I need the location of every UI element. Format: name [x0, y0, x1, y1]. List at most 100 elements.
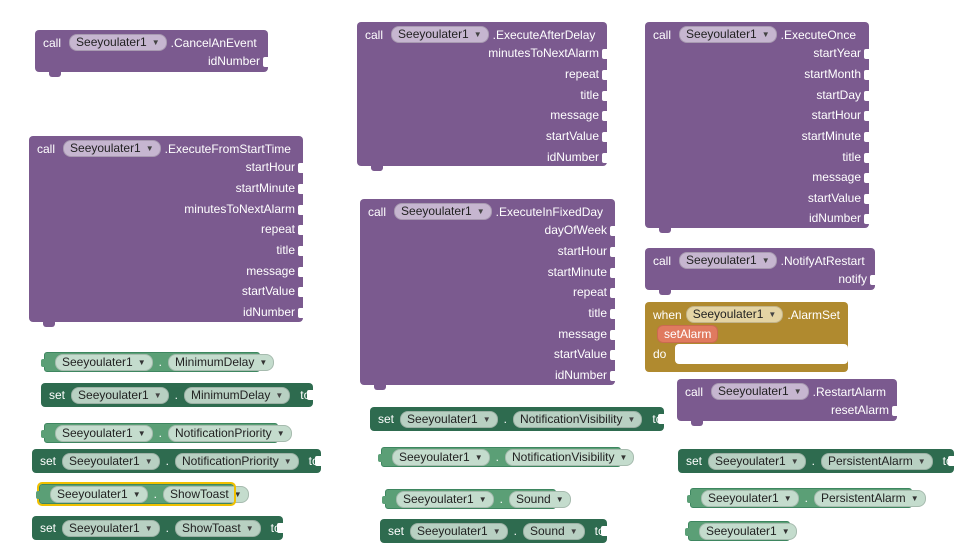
- event-arg-set-alarm[interactable]: setAlarm: [657, 325, 719, 343]
- property-name: Sound: [530, 523, 565, 538]
- component-dropdown[interactable]: Seeyoulater1▼: [55, 424, 153, 442]
- chevron-down-icon: ▼: [259, 357, 268, 367]
- set-persistent-alarm-block[interactable]: set Seeyoulater1▼ . PersistentAlarm▼ to: [678, 449, 954, 473]
- chevron-down-icon: ▼: [145, 144, 154, 153]
- param-start-hour: startHour: [811, 108, 871, 122]
- component-name: Seeyoulater1: [708, 490, 779, 505]
- component-name: Seeyoulater1: [76, 35, 147, 49]
- call-execute-from-start-time-block[interactable]: call Seeyoulater1▼ .ExecuteFromStartTime…: [29, 136, 305, 327]
- component-block[interactable]: Seeyoulater1▼: [685, 521, 797, 541]
- chevron-down-icon: ▼: [151, 38, 160, 47]
- component-dropdown[interactable]: Seeyoulater1▼: [711, 383, 809, 400]
- component-dropdown[interactable]: Seeyoulater1▼: [679, 26, 777, 43]
- component-dropdown[interactable]: Seeyoulater1▼: [685, 306, 784, 323]
- param-reset-alarm: resetAlarm: [830, 403, 899, 417]
- component-name: Seeyoulater1: [401, 204, 472, 218]
- component-dropdown[interactable]: Seeyoulater1▼: [391, 26, 489, 43]
- property-dropdown[interactable]: MinimumDelay▼: [184, 386, 291, 404]
- dot-separator: .: [495, 450, 499, 464]
- set-notification-priority-block[interactable]: set Seeyoulater1▼ . NotificationPriority…: [32, 449, 321, 473]
- component-dropdown[interactable]: Seeyoulater1▼: [50, 485, 148, 503]
- dot-separator: .: [499, 492, 503, 506]
- component-dropdown[interactable]: Seeyoulater1▼: [62, 519, 160, 537]
- to-keyword: to: [308, 454, 319, 468]
- property-dropdown[interactable]: NotificationPriority▼: [175, 452, 299, 470]
- component-dropdown[interactable]: Seeyoulater1▼: [394, 203, 492, 220]
- component-dropdown[interactable]: Seeyoulater1▼: [63, 140, 161, 157]
- chevron-down-icon: ▼: [627, 414, 636, 424]
- event-name: .AlarmSet: [787, 307, 841, 322]
- property-dropdown[interactable]: Sound▼: [508, 490, 571, 508]
- property-dropdown[interactable]: PersistentAlarm ▼: [821, 452, 933, 470]
- component-dropdown[interactable]: Seeyoulater1▼: [396, 490, 494, 508]
- component-dropdown[interactable]: Seeyoulater1▼: [55, 353, 153, 371]
- get-sound-block[interactable]: Seeyoulater1▼ . Sound▼: [382, 489, 571, 509]
- property-name: ShowToast: [169, 486, 229, 501]
- call-cancel-an-event-block[interactable]: call Seeyoulater1▼ .CancelAnEvent idNumb…: [35, 30, 270, 77]
- set-minimum-delay-block[interactable]: set Seeyoulater1▼ . MinimumDelay▼ to: [41, 383, 313, 407]
- param-start-hour: startHour: [245, 160, 305, 174]
- component-name: Seeyoulater1: [706, 523, 777, 538]
- call-execute-in-fixed-day-block[interactable]: call Seeyoulater1▼ .ExecuteInFixedDay da…: [360, 199, 617, 390]
- property-name: PersistentAlarm: [820, 490, 906, 505]
- chevron-down-icon: ▼: [910, 493, 919, 503]
- do-statement-slot[interactable]: [675, 344, 848, 364]
- get-notification-priority-block[interactable]: Seeyoulater1▼ . NotificationPriority▼: [41, 423, 292, 443]
- chevron-down-icon: ▼: [132, 489, 141, 499]
- chevron-down-icon: ▼: [917, 456, 926, 466]
- property-name: PersistentAlarm: [828, 453, 913, 468]
- param-idnumber: idNumber: [808, 211, 871, 225]
- component-dropdown[interactable]: Seeyoulater1▼: [708, 452, 806, 470]
- param-minutes-to-next-alarm: minutesToNextAlarm: [184, 202, 304, 216]
- param-title: title: [580, 88, 608, 102]
- param-idnumber: idNumber: [554, 368, 617, 382]
- call-notify-at-restart-block[interactable]: call Seeyoulater1▼ .NotifyAtRestart noti…: [645, 248, 876, 295]
- call-execute-after-delay-block[interactable]: call Seeyoulater1▼ .ExecuteAfterDelay mi…: [357, 22, 609, 171]
- component-name: Seeyoulater1: [398, 27, 469, 41]
- chevron-down-icon: ▼: [478, 494, 487, 504]
- param-day-of-week: dayOfWeek: [544, 223, 617, 237]
- component-dropdown[interactable]: Seeyoulater1▼: [701, 489, 799, 507]
- get-persistent-alarm-block[interactable]: Seeyoulater1▼ . PersistentAlarm▼: [687, 488, 926, 508]
- when-alarm-set-event-block[interactable]: when Seeyoulater1▼ .AlarmSet setAlarm do: [645, 302, 848, 372]
- component-dropdown[interactable]: Seeyoulater1▼: [699, 522, 797, 540]
- chevron-down-icon: ▼: [245, 523, 254, 533]
- set-show-toast-block[interactable]: set Seeyoulater1▼ . ShowToast▼ to: [32, 516, 283, 540]
- get-notification-visibility-block[interactable]: Seeyoulater1▼ . NotificationVisibility▼: [378, 447, 635, 467]
- param-idnumber: idNumber: [242, 305, 305, 319]
- chevron-down-icon: ▼: [137, 357, 146, 367]
- property-dropdown[interactable]: NotificationVisibility▼: [504, 448, 635, 466]
- chevron-down-icon: ▼: [137, 428, 146, 438]
- component-dropdown[interactable]: Seeyoulater1▼: [392, 448, 490, 466]
- component-dropdown[interactable]: Seeyoulater1▼: [679, 252, 777, 269]
- dot-separator: .: [158, 355, 162, 369]
- property-dropdown[interactable]: NotificationPriority▼: [167, 424, 292, 442]
- to-keyword: to: [594, 524, 605, 538]
- property-dropdown[interactable]: PersistentAlarm ▼: [813, 489, 926, 507]
- chevron-down-icon: ▼: [619, 452, 628, 462]
- component-dropdown[interactable]: Seeyoulater1▼: [400, 410, 498, 428]
- component-name: Seeyoulater1: [78, 387, 149, 402]
- get-show-toast-block[interactable]: Seeyoulater1▼ . ShowToast▼: [36, 482, 249, 506]
- component-dropdown[interactable]: Seeyoulater1▼: [62, 452, 160, 470]
- set-keyword: set: [686, 454, 703, 468]
- set-keyword: set: [49, 388, 66, 402]
- component-dropdown[interactable]: Seeyoulater1 ▼: [69, 34, 167, 51]
- param-title: title: [276, 243, 304, 257]
- property-dropdown[interactable]: ShowToast▼: [175, 519, 261, 537]
- call-restart-alarm-block[interactable]: call Seeyoulater1▼ .RestartAlarm resetAl…: [677, 379, 899, 426]
- component-dropdown[interactable]: Seeyoulater1▼: [410, 522, 508, 540]
- method-name: .ExecuteAfterDelay: [492, 27, 596, 42]
- property-dropdown[interactable]: NotificationVisibility▼: [513, 410, 643, 428]
- component-dropdown[interactable]: Seeyoulater1▼: [71, 386, 169, 404]
- property-dropdown[interactable]: MinimumDelay▼: [167, 353, 275, 371]
- dot-separator: .: [513, 524, 517, 538]
- property-dropdown[interactable]: ShowToast▼: [162, 485, 249, 503]
- dot-separator: .: [811, 454, 815, 468]
- get-minimum-delay-block[interactable]: Seeyoulater1▼ . MinimumDelay▼: [41, 352, 275, 372]
- method-name: .ExecuteOnce: [780, 27, 857, 42]
- property-dropdown[interactable]: Sound▼: [523, 522, 585, 540]
- call-execute-once-block[interactable]: call Seeyoulater1▼ .ExecuteOnce startYea…: [645, 22, 871, 233]
- set-notification-visibility-block[interactable]: set Seeyoulater1▼ . NotificationVisibili…: [370, 407, 664, 431]
- set-sound-block[interactable]: set Seeyoulater1▼ . Sound▼ to: [380, 519, 607, 543]
